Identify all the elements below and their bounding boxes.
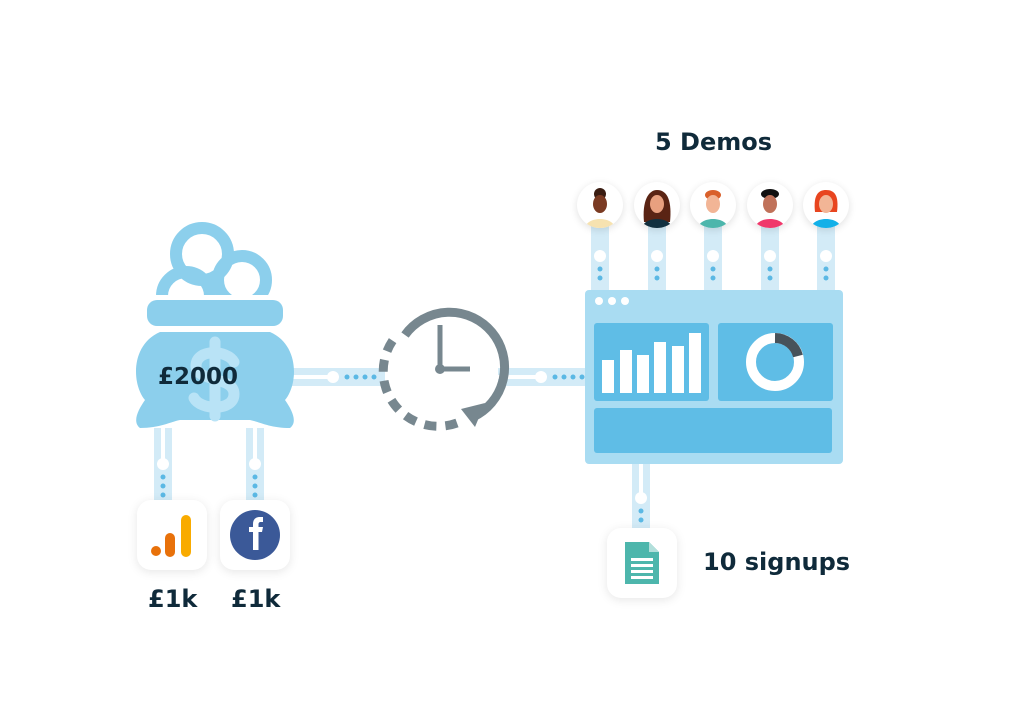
facebook-amount: £1k — [231, 585, 281, 613]
facebook-tile — [220, 500, 290, 570]
avatar — [634, 182, 680, 228]
budget-amount: £2000 — [158, 364, 239, 390]
avatar — [690, 182, 736, 228]
document-tile — [607, 528, 677, 598]
bar-chart-icon — [602, 333, 701, 393]
dashboard-window — [585, 290, 843, 464]
dollar-sign-icon — [188, 336, 240, 422]
google-analytics-tile — [137, 500, 207, 570]
signups-label: 10 signups — [703, 548, 851, 576]
demos-label: 5 Demos — [655, 128, 773, 156]
document-icon — [625, 542, 659, 584]
money-bag-icon — [120, 222, 310, 428]
avatar — [577, 182, 623, 228]
clock-history-icon — [378, 307, 510, 431]
facebook-icon — [230, 510, 280, 560]
google-amount: £1k — [148, 585, 198, 613]
avatar — [747, 182, 793, 228]
google-analytics-icon — [151, 515, 191, 557]
avatar — [803, 182, 849, 228]
